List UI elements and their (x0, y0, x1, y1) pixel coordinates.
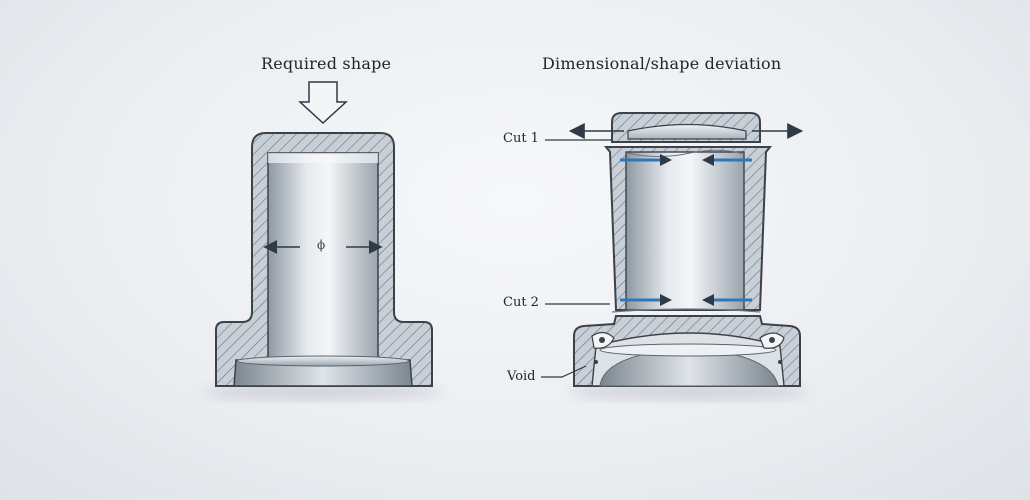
required-shape-part (203, 132, 443, 400)
diameter-symbol: ϕ (317, 238, 326, 252)
cut2-label: Cut 2 (503, 295, 539, 310)
void-pockets (591, 331, 785, 364)
deviated-shape-part (568, 112, 808, 400)
cut1-label: Cut 1 (503, 131, 539, 146)
void-leader (541, 365, 587, 378)
void-label: Void (507, 369, 536, 384)
right-title: Dimensional/shape deviation (542, 54, 782, 73)
press-down-arrow (298, 81, 348, 125)
left-title: Required shape (261, 54, 392, 73)
